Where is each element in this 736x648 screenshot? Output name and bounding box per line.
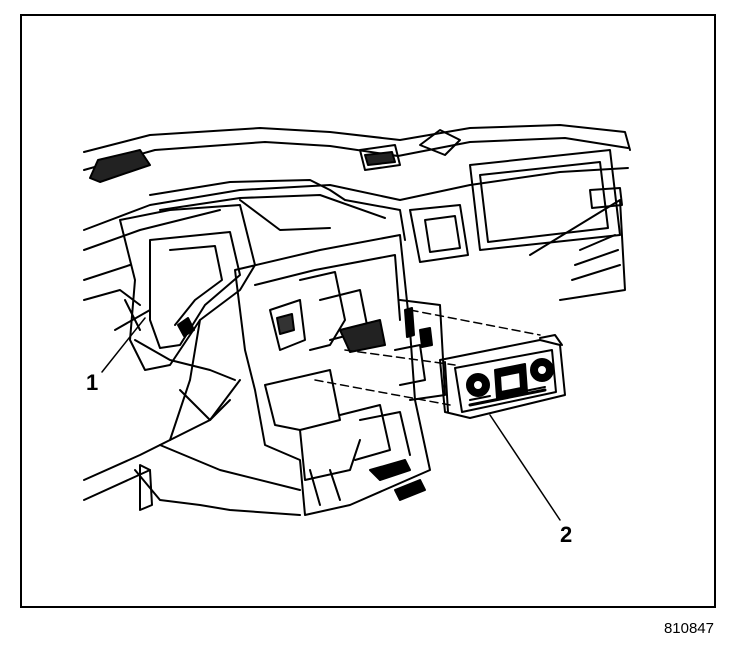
leader-lines (101, 317, 561, 521)
side-bracket (394, 299, 446, 401)
dashboard-upper-outline (83, 124, 631, 306)
callout-1: 1 (86, 370, 99, 395)
center-cowl (149, 129, 469, 263)
right-dash-panel (469, 149, 626, 301)
hvac-control-module (439, 334, 566, 419)
callout-2: 2 (560, 522, 573, 547)
leader-line-1 (101, 317, 146, 373)
lower-dash (83, 319, 301, 516)
center-stack-frame (234, 234, 431, 516)
alignment-guides (314, 309, 541, 406)
figure-id: 810847 (663, 620, 714, 637)
illustration-frame (20, 14, 716, 608)
leader-line-2 (489, 414, 561, 521)
